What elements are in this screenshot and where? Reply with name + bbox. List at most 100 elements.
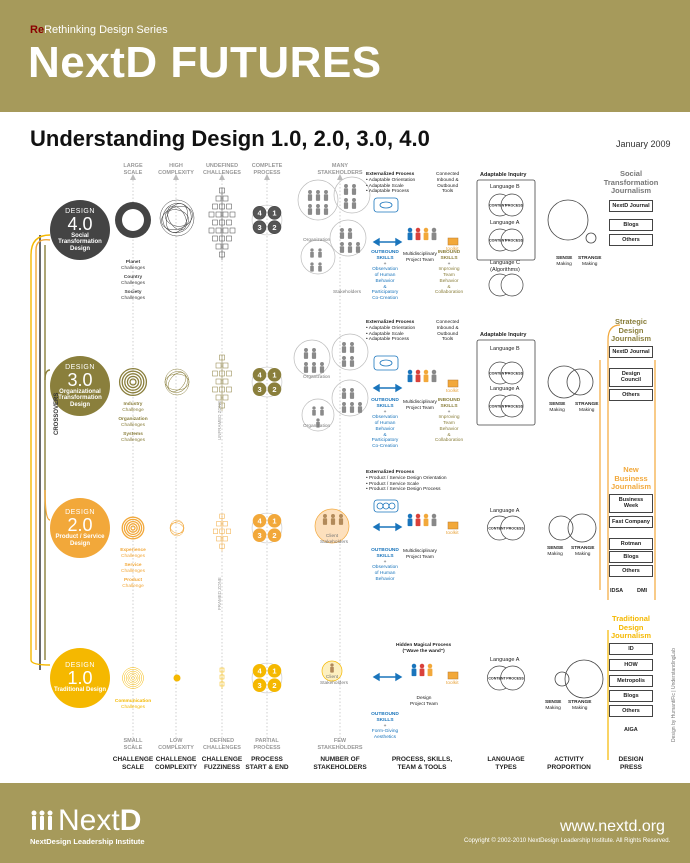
venn-content-label: CONTENT xyxy=(489,372,507,376)
process-step-label: 2 xyxy=(272,531,276,540)
process-step-label: 3 xyxy=(257,223,261,232)
person-body xyxy=(415,374,421,383)
process-step-label: 4 xyxy=(257,208,262,217)
process-step-label: 1 xyxy=(272,208,276,217)
person-body xyxy=(343,202,349,209)
person-body xyxy=(320,409,324,416)
stake-label-4: Stakeholders xyxy=(333,290,361,295)
person-body xyxy=(303,366,309,373)
person-body xyxy=(339,232,345,239)
person-body xyxy=(347,246,353,253)
framed-zone-label: FRAMED ZONE xyxy=(217,577,222,610)
process-step-label: 4 xyxy=(257,370,262,379)
person-body xyxy=(349,392,355,399)
press-strategic-1: NextD Journal xyxy=(609,346,653,359)
nextd-logo: NextD xyxy=(58,804,142,837)
page-subtitle: Understanding Design 1.0, 2.0, 3.0, 4.0 xyxy=(30,126,430,151)
venn-content-label: CONTENT xyxy=(488,677,506,681)
person-head xyxy=(310,248,314,252)
date-label: January 2009 xyxy=(616,139,671,149)
scale-ring xyxy=(124,669,142,687)
fuzz-cell xyxy=(222,195,229,202)
scale-ring xyxy=(129,674,137,682)
person-body xyxy=(351,202,357,209)
person-head xyxy=(320,362,324,366)
person-body xyxy=(318,251,322,258)
process-step-label: 1 xyxy=(272,370,276,379)
press-social-3: Others xyxy=(609,234,653,247)
toolkit-label-1: toolkit xyxy=(446,681,459,686)
person-head xyxy=(348,228,352,232)
venn-circle xyxy=(500,361,524,385)
process-cycle xyxy=(251,512,283,544)
fuzz-cell xyxy=(215,362,222,369)
person-body xyxy=(431,232,437,241)
person-body xyxy=(415,232,421,241)
main-title: NextD FUTURES xyxy=(28,38,382,87)
venn-content-label: CONTENT xyxy=(489,239,507,243)
process-step-label: 3 xyxy=(257,385,261,394)
design-credit: Design by HumantiFic | UnderstandingLab xyxy=(671,648,677,742)
fuzz-cell xyxy=(229,211,236,218)
person-head xyxy=(344,198,348,202)
scale-ring xyxy=(121,370,145,394)
person-body xyxy=(323,208,329,215)
process-step-label: 2 xyxy=(272,385,276,394)
fuzz-cell xyxy=(212,219,218,226)
process-step xyxy=(252,678,267,692)
person-body xyxy=(310,265,314,272)
person-body xyxy=(315,194,321,201)
person-head xyxy=(415,513,421,519)
person-body xyxy=(312,409,316,416)
person-body xyxy=(311,352,317,359)
venn-process-label: PROCESS xyxy=(505,239,523,243)
process-cycle xyxy=(251,204,283,236)
people-logo-icon xyxy=(31,810,53,830)
person-head xyxy=(431,513,437,519)
process-text-d1: Hidden Magical Process("Wave the wand") xyxy=(396,643,452,654)
person-body xyxy=(341,346,347,353)
fuzz-cell xyxy=(226,235,232,242)
fuzz-cell xyxy=(215,195,222,202)
press-trad-1: ID xyxy=(609,643,653,656)
process-step xyxy=(267,528,282,542)
press-dmi: DMI xyxy=(637,588,648,594)
process-step xyxy=(267,514,282,528)
process-step xyxy=(252,206,267,220)
venn-process-label: PROCESS xyxy=(505,204,523,208)
adaptable-inquiry-d3: Adaptable Inquiry xyxy=(480,332,527,338)
process-step xyxy=(267,678,282,692)
person-body xyxy=(339,246,345,253)
process-step-label: 4 xyxy=(257,666,262,675)
press-newbiz-3: Rotman xyxy=(609,538,653,551)
person-head xyxy=(352,198,356,202)
person-head xyxy=(342,342,346,346)
person-head xyxy=(316,204,320,208)
person-head xyxy=(350,388,354,392)
fuzz-cell xyxy=(215,227,222,234)
press-social-1: NextD Journal xyxy=(609,200,653,213)
person-head xyxy=(318,262,322,266)
process-step-label: 3 xyxy=(257,531,261,540)
person-body xyxy=(322,518,328,525)
person-body xyxy=(431,518,437,527)
website-link[interactable]: www.nextd.org xyxy=(560,818,665,835)
venn-process-label: PROCESS xyxy=(506,527,524,531)
